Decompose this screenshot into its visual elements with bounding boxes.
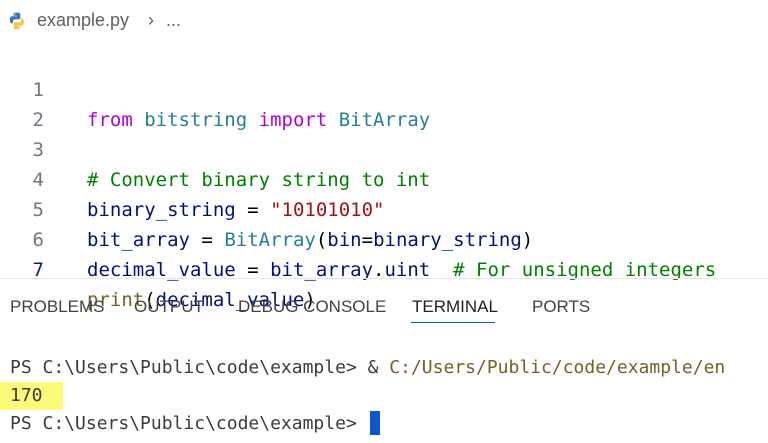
line-code: bit_array = BitArray(bin=binary_string) [87,229,534,251]
terminal-output: 170 [10,385,43,406]
terminal-line: PS C:\Users\Public\code\example> & C:/Us… [10,354,725,382]
terminal-command-path: C:/Users/Public/code/example/en [389,357,726,378]
panel-divider [0,278,768,279]
breadcrumb: example.py › ... [0,0,768,40]
line-code: decimal_value = bit_array.uint # For uns… [87,259,717,281]
terminal-line: PS C:\Users\Public\code\example> [10,410,380,438]
tab-debug-console[interactable]: DEBUG CONSOLE [238,297,387,316]
code-line[interactable]: 6 decimal_value = bit_array.uint # For u… [0,195,768,281]
terminal-prompt: PS C:\Users\Public\code\example> & [10,357,390,378]
code-line[interactable]: 1 from bitstring import BitArray [0,45,768,131]
python-icon [9,12,24,30]
line-number: 2 [32,109,44,131]
line-code: print(decimal_value) [87,289,316,311]
line-code: from bitstring import BitArray [87,109,431,131]
code-line[interactable]: 7 print(decimal_value) [0,225,768,311]
terminal[interactable]: PS C:\Users\Public\code\example> & C:/Us… [0,340,768,443]
code-line[interactable]: 4 binary_string = "10101010" [0,135,768,221]
tab-output[interactable]: OUTPUT [134,297,204,316]
active-tab-indicator [411,322,495,323]
line-code: binary_string = "10101010" [87,199,385,221]
line-number: 4 [32,169,44,191]
breadcrumb-more[interactable]: ... [166,10,182,30]
line-number: 1 [32,79,44,101]
panel-tab-bar: PROBLEMS OUTPUT DEBUG CONSOLE TERMINAL P… [0,279,768,329]
line-number: 7 [32,259,44,281]
chevron-right-icon: › [148,10,154,30]
line-number: 6 [32,229,44,251]
code-editor[interactable]: 1 from bitstring import BitArray 2 3 # C… [0,43,768,311]
breadcrumb-file[interactable]: example.py [37,10,130,30]
tab-terminal[interactable]: TERMINAL [412,297,498,316]
line-number: 5 [32,199,44,221]
tab-problems[interactable]: PROBLEMS [10,297,105,316]
line-number: 3 [32,139,44,161]
code-line[interactable]: 3 # Convert binary string to int [0,105,768,191]
code-line[interactable]: 5 bit_array = BitArray(bin=binary_string… [0,165,768,251]
terminal-cursor [369,411,380,435]
line-code: # Convert binary string to int [87,169,431,191]
code-line[interactable]: 2 [0,75,768,131]
tab-ports[interactable]: PORTS [532,297,591,316]
terminal-prompt: PS C:\Users\Public\code\example> [10,413,368,434]
output-highlight [0,382,63,410]
